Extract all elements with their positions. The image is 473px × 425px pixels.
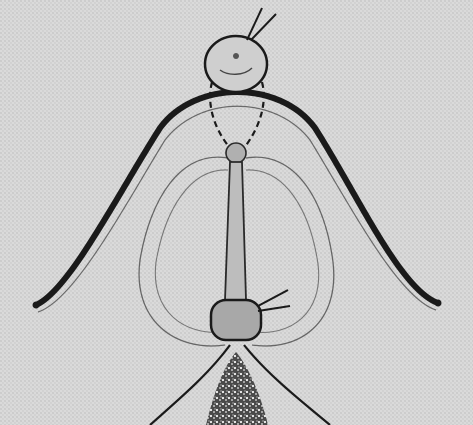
upper-node: [226, 143, 246, 163]
top-knob-dot: [233, 53, 239, 59]
lower-bulb: [211, 300, 261, 340]
membrane-end-left: [33, 302, 40, 309]
membrane-end-right: [435, 300, 442, 307]
top-knob: [205, 36, 267, 92]
